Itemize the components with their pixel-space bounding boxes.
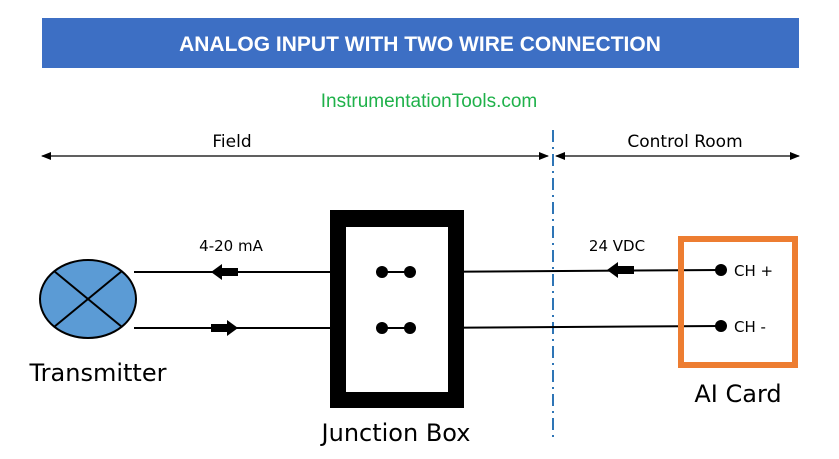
junction-box-icon <box>330 210 464 408</box>
top-control-arrow-icon <box>607 262 634 278</box>
junction-box-panel <box>346 227 448 392</box>
transmitter-icon <box>39 259 137 339</box>
terminal-bottom-left <box>376 322 388 334</box>
source-watermark: InstrumentationTools.com <box>321 91 538 112</box>
voltage-signal-label: 24 VDC <box>589 237 645 255</box>
ai-card-minus-label: CH - <box>734 318 766 336</box>
ai-card-plus-label: CH + <box>734 262 773 280</box>
terminal-bottom-right <box>404 322 416 334</box>
ai-card-minus-terminal <box>715 320 727 332</box>
bottom-field-arrow-icon <box>211 320 238 336</box>
title-banner <box>42 18 799 68</box>
control-room-zone-label: Control Room <box>627 132 742 152</box>
ai-card-plus-terminal <box>715 264 727 276</box>
top-field-arrow-icon <box>211 264 238 280</box>
ai-card-frame <box>678 236 798 368</box>
transmitter-cross-b <box>53 270 123 328</box>
current-signal-label: 4-20 mA <box>199 237 263 255</box>
field-zone-label: Field <box>212 132 251 152</box>
terminal-top-right <box>404 266 416 278</box>
transmitter-label: Transmitter <box>29 359 167 387</box>
ai-card-label: AI Card <box>694 380 781 408</box>
diagram-title: ANALOG INPUT WITH TWO WIRE CONNECTION <box>179 33 661 56</box>
junction-box-label: Junction Box <box>320 419 471 447</box>
terminal-top-left <box>376 266 388 278</box>
